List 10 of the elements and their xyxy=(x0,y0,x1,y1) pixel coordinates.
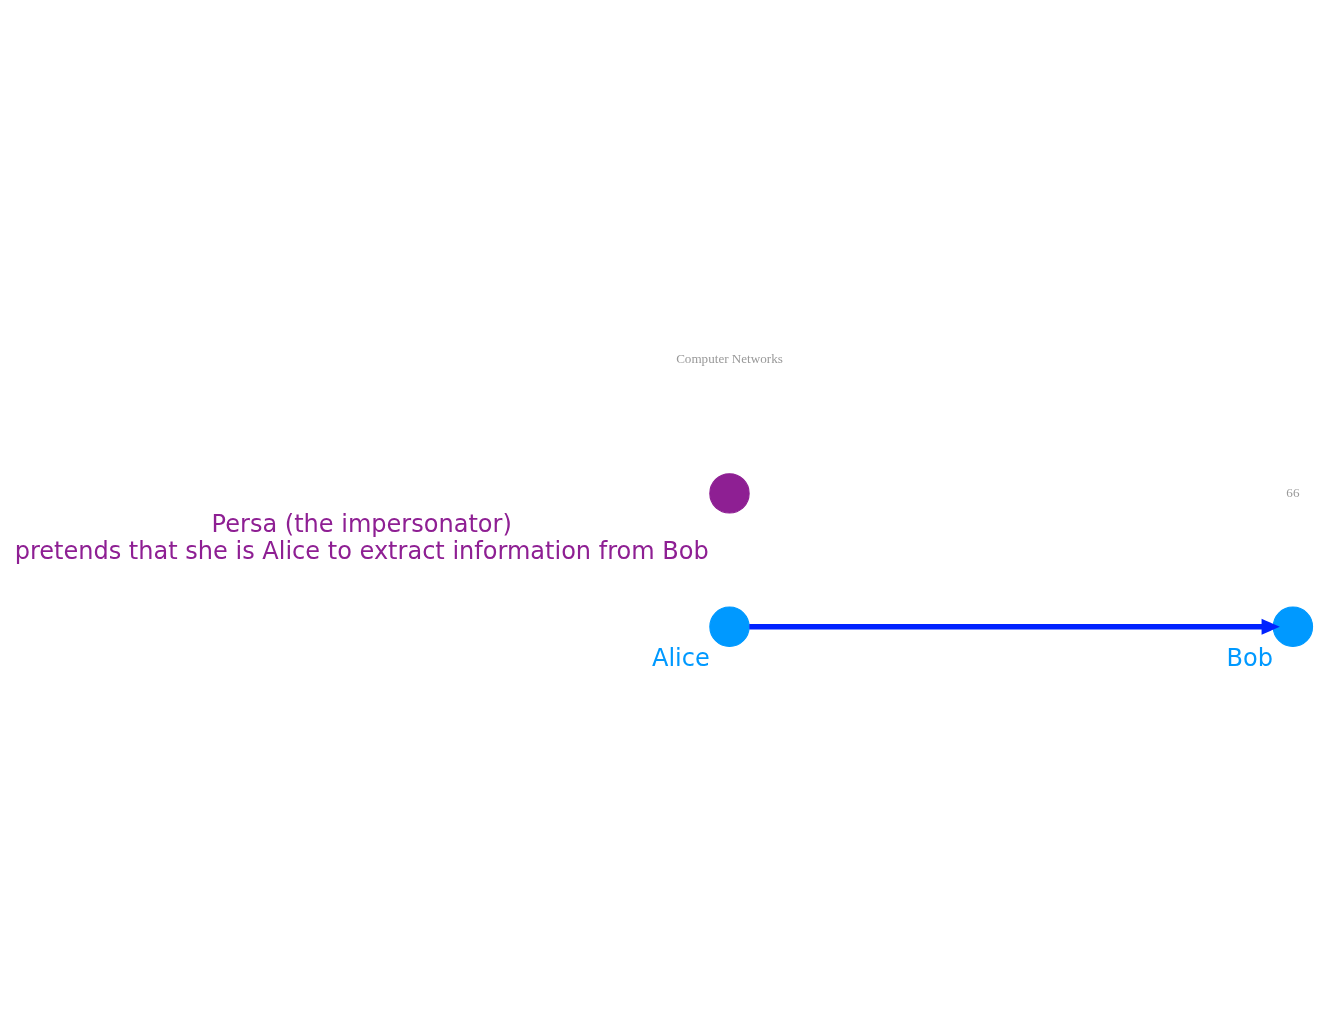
node-circle xyxy=(1272,606,1314,647)
label: 66 xyxy=(1286,484,1300,500)
node-label: Persa (the impersonator) xyxy=(211,510,512,539)
node-label: Alice xyxy=(651,643,710,672)
node-circle xyxy=(709,606,750,647)
arrow xyxy=(749,618,1280,635)
label: Computer Networks xyxy=(676,351,783,367)
node-circle xyxy=(709,473,750,514)
node-label: pretends that she is Alice to extract information from Bob xyxy=(14,536,709,565)
node-label: Bob xyxy=(1226,643,1273,672)
